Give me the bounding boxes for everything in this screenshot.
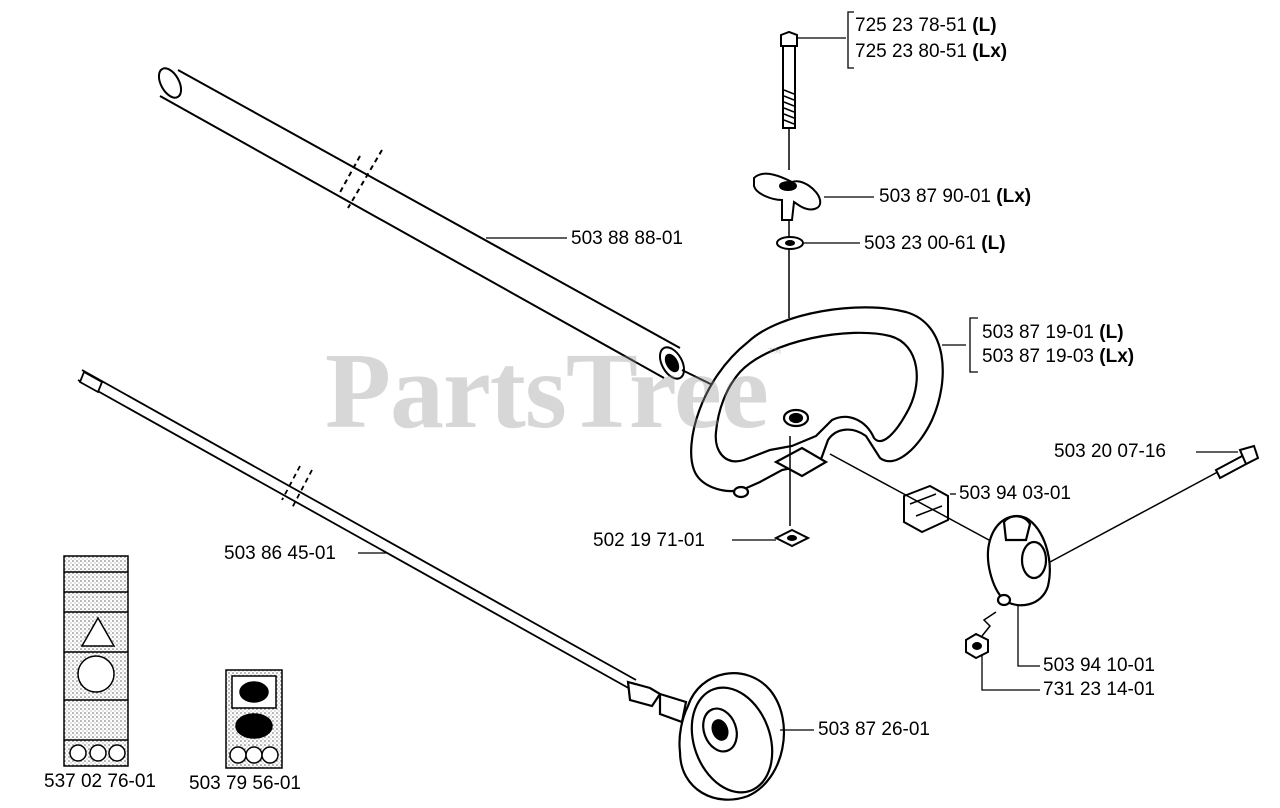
label-washer: 503 23 00-61 (L) [864, 233, 1006, 254]
label-wing-knob: 503 87 90-01 (Lx) [879, 186, 1032, 207]
hex-nut [965, 611, 997, 660]
washer [776, 220, 804, 318]
screw [1214, 444, 1260, 480]
label-decal-small: 503 79 56-01 [189, 773, 301, 794]
label-screw: 503 20 07-16 [1054, 441, 1166, 462]
drive-shaft [77, 369, 637, 691]
label-nut: 731 23 14-01 [1043, 679, 1155, 700]
label-square-nut: 502 19 71-01 [593, 530, 705, 551]
bracket [829, 453, 1001, 547]
decal-small [225, 669, 283, 769]
label-bolt-l: 725 23 78-51 (L) [855, 15, 997, 36]
clamp [986, 459, 1241, 607]
label-clamp: 503 94 10-01 [1043, 655, 1155, 676]
label-drive-shaft: 503 86 45-01 [224, 543, 336, 564]
wing-knob [753, 172, 822, 221]
label-decal-large: 537 02 76-01 [44, 771, 156, 792]
label-handle-lx: 503 87 19-03 (Lx) [982, 346, 1135, 367]
decal-large [63, 555, 129, 767]
bolt [780, 30, 798, 170]
loop-handle [690, 306, 944, 526]
label-handle-l: 503 87 19-01 (L) [982, 322, 1124, 343]
clutch-drum [626, 672, 785, 801]
watermark: PartsTree™ [325, 332, 782, 451]
label-clutch-drum: 503 87 26-01 [818, 719, 930, 740]
label-bracket: 503 94 03-01 [959, 483, 1071, 504]
leader-lines [358, 11, 1238, 731]
square-nut [773, 528, 811, 548]
label-bolt-lx: 725 23 80-51 (Lx) [855, 41, 1008, 62]
label-tube: 503 88 88-01 [571, 228, 683, 249]
